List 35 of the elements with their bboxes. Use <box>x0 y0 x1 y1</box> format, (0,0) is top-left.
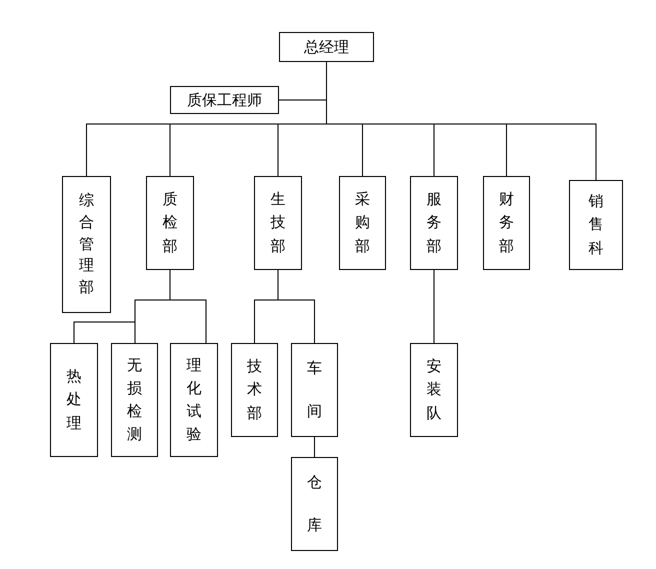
box-label: 理化试验 <box>186 354 202 446</box>
connector-line <box>170 270 206 344</box>
box-label: 采购部 <box>355 189 370 257</box>
box-label: 仓库 <box>307 472 322 536</box>
box-label: 无损检测 <box>127 354 142 446</box>
org-box <box>62 176 111 313</box>
box-label: 热处理 <box>66 366 82 434</box>
box-label: 安装队 <box>426 356 442 424</box>
org-box <box>291 457 338 551</box>
org-box <box>146 176 194 270</box>
org-box <box>50 343 98 457</box>
org-box <box>569 180 623 270</box>
connector-line <box>278 270 315 344</box>
org-box <box>254 176 302 270</box>
box-label: 财务部 <box>499 189 514 257</box>
org-box <box>410 176 458 270</box>
box-label: 技术部 <box>247 356 262 424</box>
org-box <box>410 343 458 437</box>
org-box <box>111 343 158 457</box>
box-label: 生技部 <box>270 189 286 257</box>
box-label: 质检部 <box>162 189 178 257</box>
connector-line <box>314 436 315 458</box>
org-box <box>170 86 279 114</box>
box-label: 综合管理部 <box>79 190 94 298</box>
box-label: 总经理 <box>304 36 349 58</box>
org-box <box>291 343 338 437</box>
org-box <box>170 343 218 457</box>
org-box <box>483 176 530 270</box>
org-box <box>339 176 386 270</box>
org-box <box>231 343 278 437</box>
box-label: 质保工程师 <box>187 90 262 111</box>
org-box <box>279 32 374 62</box>
box-label: 车间 <box>307 358 322 422</box>
box-label: 销售科 <box>588 191 604 259</box>
box-label: 服务部 <box>426 189 442 257</box>
